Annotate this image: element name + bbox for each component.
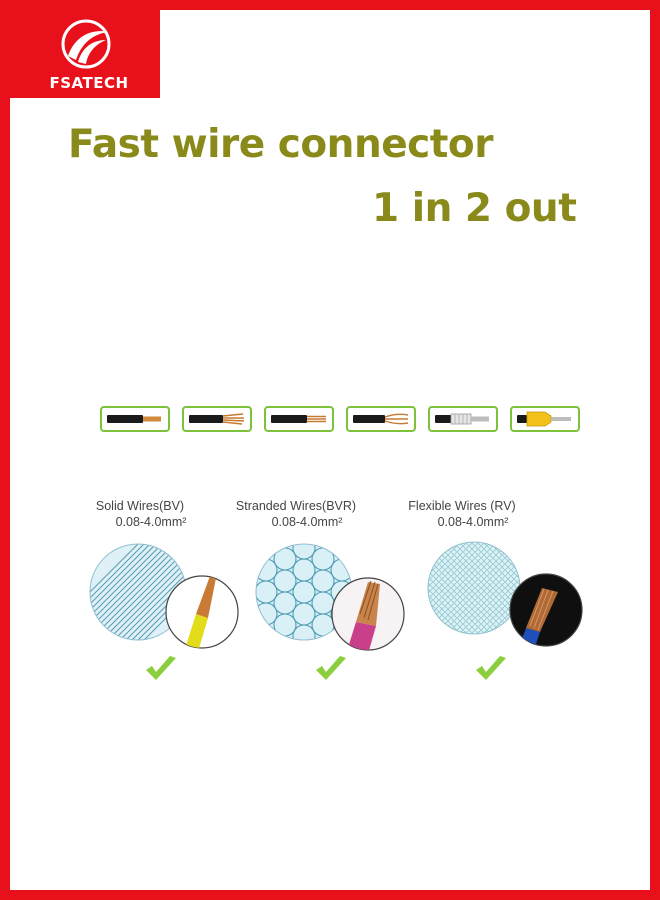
swoosh-logo-icon (61, 19, 111, 69)
wire-sample-card (100, 406, 170, 432)
wire-type-label: Stranded Wires(BVR) 0.08-4.0mm² (206, 498, 386, 530)
wire-sample-card (264, 406, 334, 432)
wire-type-name: Flexible Wires (RV) (408, 499, 516, 513)
check-icon (146, 656, 176, 680)
wire-type-name: Solid Wires(BV) (95, 499, 185, 513)
wire-type-range: 0.08-4.0mm² (271, 515, 343, 529)
brand-name: FSATECH (49, 74, 129, 92)
wire-sample-card (346, 406, 416, 432)
solid-wire-icon (107, 415, 161, 423)
headline-line-1: Fast wire connector (68, 122, 493, 167)
wire-type-label: Solid Wires(BV) 0.08-4.0mm² (50, 498, 230, 530)
ferrule-wire-icon (435, 413, 489, 425)
wire-type-label: Flexible Wires (RV) 0.08-4.0mm² (372, 498, 552, 530)
stranded-cross-section-icon (255, 543, 405, 651)
check-icon (316, 656, 346, 680)
flexible-wire-icon (353, 413, 409, 425)
wire-sample-card (510, 406, 580, 432)
wire-sample-row (100, 406, 584, 434)
wire-sample-card (428, 406, 498, 432)
brand-logo-box: FSATECH (10, 10, 160, 98)
wire-sample-card (182, 406, 252, 432)
check-icon (476, 656, 506, 680)
stranded-wire-icon (189, 413, 245, 425)
wire-type-name: Stranded Wires(BVR) (235, 499, 357, 513)
wire-type-range: 0.08-4.0mm² (115, 515, 187, 529)
insulated-ferrule-icon (517, 411, 571, 427)
solid-cross-section-icon (89, 543, 239, 649)
headline-line-2: 1 in 2 out (372, 186, 577, 231)
product-image: FSATECH Fast wire connector 1 in 2 out (10, 10, 650, 890)
stranded-wire-icon (271, 415, 326, 423)
wire-type-range: 0.08-4.0mm² (437, 515, 509, 529)
flexible-cross-section-icon (427, 541, 583, 647)
